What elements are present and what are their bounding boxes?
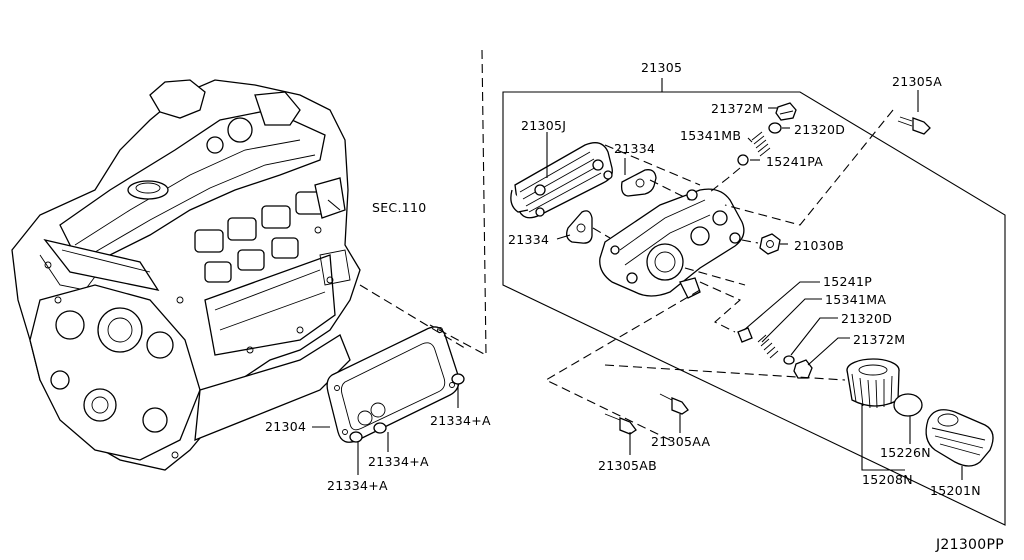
label-21320d-top: 21320D — [794, 122, 845, 137]
oil-filter-element-15208n — [846, 358, 900, 409]
bolt-21305ab — [604, 413, 637, 435]
dashed-link-gasket-frame — [429, 49, 487, 356]
nut-21030b — [759, 233, 781, 255]
drawing-code: J21300PP — [935, 537, 1004, 553]
label-21305aa: 21305AA — [651, 434, 710, 449]
label-15241p: 15241P — [823, 274, 872, 289]
label-15201n: 15201N — [930, 483, 981, 498]
dashed-link-seal-left — [592, 227, 611, 239]
label-21305a: 21305A — [892, 74, 942, 89]
dashed-link-21305a — [724, 109, 894, 226]
label-15226n: 15226N — [880, 445, 931, 460]
label-21304: 21304 — [265, 419, 306, 434]
label-21334-a-low: 21334+A — [327, 478, 388, 493]
label-21320d-bottom: 21320D — [841, 311, 892, 326]
label-21334-top: 21334 — [614, 141, 655, 156]
label-21334-a-right: 21334+A — [430, 413, 491, 428]
dashed-link-cooler-housing — [604, 144, 701, 186]
label-21305j: 21305J — [521, 118, 566, 133]
label-21030b: 21030B — [794, 238, 844, 253]
o-ring-15226n — [893, 393, 923, 417]
o-ring-21334-a-mid — [373, 422, 387, 434]
oil-filter-cap-15201n — [925, 409, 994, 467]
bolt-21305a — [897, 116, 931, 135]
dashed-link-housing-filter — [684, 267, 746, 286]
oil-filter-bracket-housing — [599, 188, 745, 299]
seal-21334-left — [566, 210, 593, 244]
label-15241pa: 15241PA — [766, 154, 823, 169]
label-sec-110: SEC.110 — [372, 200, 427, 215]
label-21372m-top: 21372M — [711, 101, 763, 116]
dashed-link-engine-gasket — [359, 284, 469, 351]
bolt-21305aa — [659, 393, 689, 415]
dashed-link-bolts — [544, 289, 701, 441]
plug-21372m-top — [775, 102, 797, 121]
label-21372m-bottom: 21372M — [853, 332, 905, 347]
exploded-view-frame — [502, 91, 1006, 526]
dashed-link-filter — [604, 364, 846, 381]
washer-21320d-bottom — [783, 355, 795, 365]
oil-cooler-element-21305j — [510, 142, 613, 219]
label-15341mb: 15341MB — [680, 128, 741, 143]
label-21334-a-mid: 21334+A — [368, 454, 429, 469]
o-ring-21334-a-low — [349, 431, 363, 443]
leader-lines — [312, 78, 963, 480]
dashed-link-relief-lower — [699, 281, 742, 333]
spring-15341ma — [757, 334, 779, 359]
engine-block-illustration — [11, 79, 361, 471]
seal-21334-top — [620, 169, 657, 197]
label-15208n: 15208N — [862, 472, 913, 487]
dashed-link-nut — [741, 239, 759, 244]
washer-21320d-top — [768, 122, 782, 134]
label-21334-left: 21334 — [508, 232, 549, 247]
dashed-link-relief-upper — [709, 167, 741, 193]
label-21305: 21305 — [641, 60, 682, 75]
o-ring-21334-a-right — [451, 373, 465, 385]
label-15341ma: 15341MA — [825, 292, 886, 307]
oil-cooler-gasket-21304 — [326, 326, 460, 443]
spring-15341mb — [751, 131, 771, 157]
label-21305ab: 21305AB — [598, 458, 657, 473]
dashed-link-seal-housing — [649, 179, 691, 201]
ball-15241pa — [737, 154, 749, 166]
